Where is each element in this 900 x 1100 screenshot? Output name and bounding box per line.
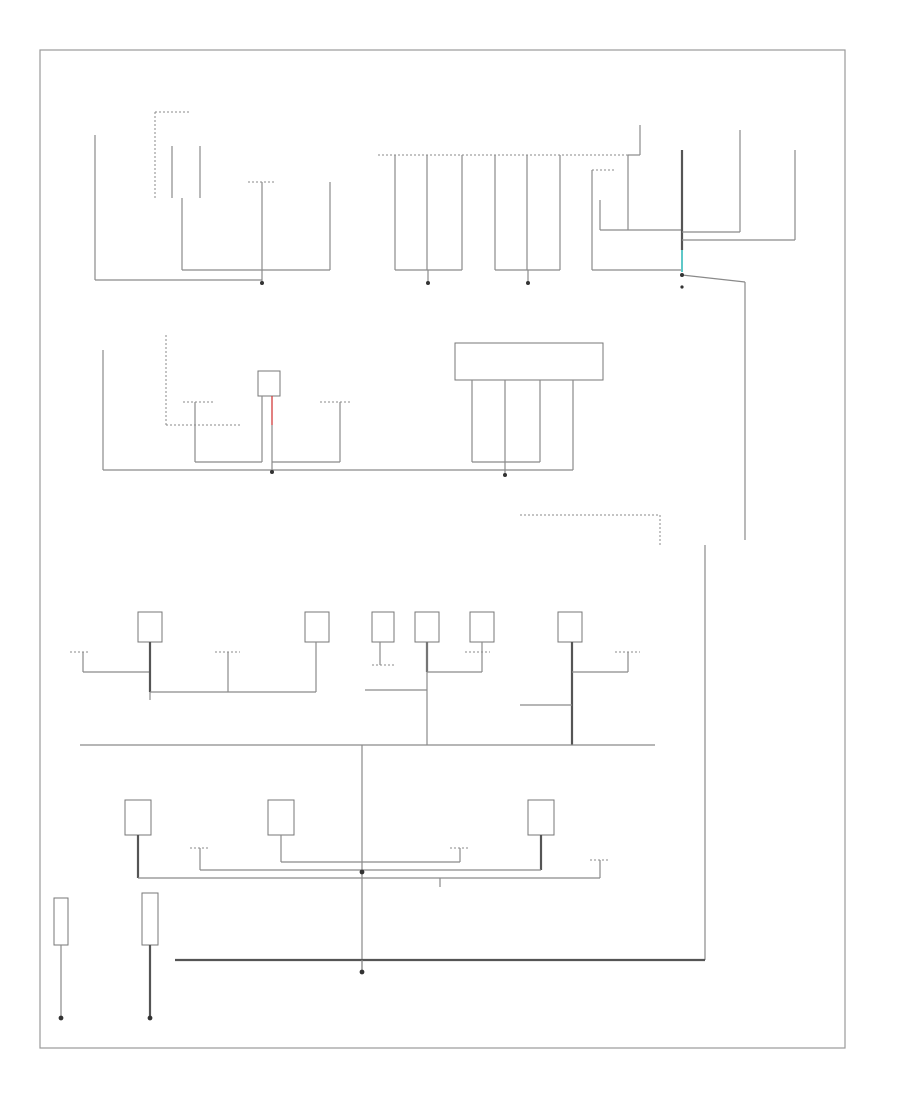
- section-middle-grounds: [102, 335, 661, 545]
- component-powertrain-module-2: [454, 342, 604, 381]
- component-fuel-pump-sensor: [53, 897, 69, 946]
- ground-splice-pcm-a: [426, 281, 430, 285]
- component-injector-1: [137, 611, 163, 643]
- ground-splice-g101: [270, 470, 274, 474]
- section-injector-grounds: [70, 611, 655, 970]
- ground-g107: [147, 1015, 153, 1021]
- component-injector-6: [469, 611, 495, 643]
- section-top-grounds: [94, 111, 796, 540]
- component-sensor-connector: [257, 370, 281, 397]
- component-fuel-sender: [124, 799, 152, 836]
- ground-splice-g104: [359, 869, 365, 875]
- section-bottom-grounds: [53, 545, 706, 1021]
- diagram-frame: [39, 49, 846, 1049]
- component-fuse-block: [371, 611, 395, 643]
- component-engine-harness: [141, 892, 159, 946]
- ground-splice-g105: [359, 969, 365, 975]
- component-injector-4: [527, 799, 555, 836]
- ground-splice-c100: [680, 273, 684, 277]
- ground-g106: [58, 1015, 64, 1021]
- ground-splice-c100-b: [680, 285, 684, 289]
- component-injector-5: [414, 611, 440, 643]
- ground-splice-g102: [503, 473, 507, 477]
- ground-splice-pcm-b: [526, 281, 530, 285]
- ground-splice-g100: [260, 281, 264, 285]
- component-injector-3: [304, 611, 330, 643]
- component-canister-purge: [267, 799, 295, 836]
- component-injector-2: [557, 611, 583, 643]
